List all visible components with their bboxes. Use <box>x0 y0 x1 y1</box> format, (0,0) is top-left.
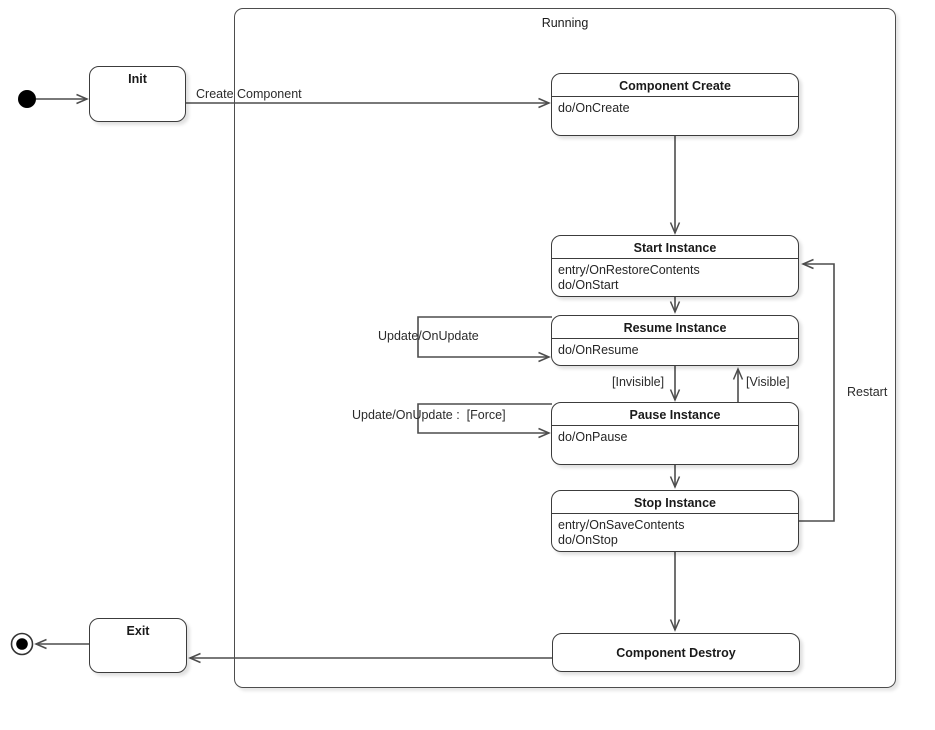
state-stop-instance-actions: entry/OnSaveContents do/OnStop <box>552 514 798 548</box>
state-action: do/OnPause <box>558 430 628 444</box>
composite-state-running-label: Running <box>541 16 589 30</box>
state-resume-instance-actions: do/OnResume <box>552 339 798 358</box>
state-action: do/OnStart <box>558 278 619 292</box>
state-action: do/OnStop <box>558 533 618 547</box>
final-state-icon <box>10 632 34 656</box>
state-init: Init <box>89 66 186 122</box>
state-start-instance: Start Instance entry/OnRestoreContents d… <box>551 235 799 297</box>
transition-label-invisible: [Invisible] <box>612 375 665 389</box>
state-exit-title: Exit <box>126 624 150 638</box>
state-start-instance-title: Start Instance <box>552 236 798 259</box>
state-resume-instance-title: Resume Instance <box>552 316 798 339</box>
transition-label-update-force: Update/OnUpdate : [Force] <box>352 408 506 422</box>
transition-label-update-onupdate: Update/OnUpdate <box>378 329 479 343</box>
state-pause-instance: Pause Instance do/OnPause <box>551 402 799 465</box>
edge-pause-self-loop <box>417 403 552 439</box>
transition-label-visible: [Visible] <box>746 375 790 389</box>
state-stop-instance: Stop Instance entry/OnSaveContents do/On… <box>551 490 799 552</box>
state-component-create-actions: do/OnCreate <box>552 97 798 116</box>
state-component-create-title: Component Create <box>552 74 798 97</box>
state-component-destroy: Component Destroy <box>552 633 800 672</box>
state-init-title: Init <box>128 72 147 86</box>
state-action: do/OnCreate <box>558 101 630 115</box>
state-start-instance-actions: entry/OnRestoreContents do/OnStart <box>552 259 798 293</box>
state-pause-instance-actions: do/OnPause <box>552 426 798 445</box>
state-action: entry/OnRestoreContents <box>558 263 700 277</box>
state-stop-instance-title: Stop Instance <box>552 491 798 514</box>
transition-label-restart: Restart <box>847 385 888 399</box>
edge-restart-loop <box>799 258 835 522</box>
transition-label-create-component: Create Component <box>196 87 302 101</box>
state-component-create: Component Create do/OnCreate <box>551 73 799 136</box>
initial-state-icon <box>18 90 36 108</box>
state-component-destroy-title: Component Destroy <box>616 645 736 660</box>
state-pause-instance-title: Pause Instance <box>552 403 798 426</box>
state-exit: Exit <box>89 618 187 673</box>
state-action: entry/OnSaveContents <box>558 518 685 532</box>
state-resume-instance: Resume Instance do/OnResume <box>551 315 799 366</box>
composite-state-running: Running <box>234 8 896 688</box>
state-action: do/OnResume <box>558 343 639 357</box>
edge-resume-self-loop <box>417 316 552 363</box>
